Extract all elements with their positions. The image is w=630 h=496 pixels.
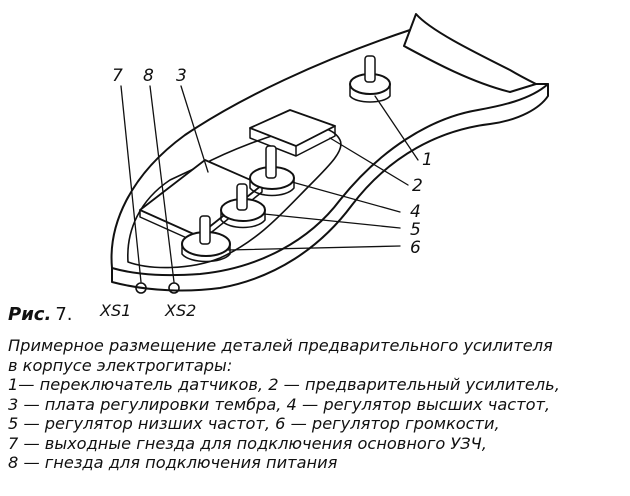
caption-line: 7 — выходные гнезда для подключения осно…: [8, 433, 487, 453]
preamp-module: [249, 109, 336, 147]
horn-slab: [403, 29, 537, 93]
caption-line: 8 — гнезда для подключения питания: [8, 453, 338, 472]
caption-line: Примерное размещение деталей предварител…: [8, 336, 553, 355]
jack-xs2: [168, 282, 180, 294]
caption-prefix: Рис.: [8, 304, 52, 325]
guitar-body-edge: [111, 83, 549, 292]
volume-pot: [181, 215, 231, 263]
bass-pot: [220, 183, 266, 229]
label-1: 1: [422, 150, 433, 170]
guitar-drawing: [110, 13, 549, 294]
label-6: 6: [410, 238, 421, 258]
label-4: 4: [410, 202, 421, 222]
electric-guitar-body-diagram: 7 8 3 1 2 4 5 6 XS1 XS2: [100, 13, 549, 319]
label-7: 7: [112, 66, 123, 86]
caption-line: 5 — регулятор низших частот, 6 — регулят…: [8, 414, 500, 433]
caption-line: в корпусе электрогитары:: [8, 355, 233, 375]
caption-line: 3 — плата регулировки тембра, 4 — регуля…: [8, 394, 551, 414]
cavity-contour: [127, 125, 342, 269]
label-3: 3: [176, 66, 187, 86]
connector-xs2-label: XS2: [165, 301, 197, 320]
figure-caption: Рис.7. Примерное размещение деталей пред…: [8, 304, 623, 473]
label-8: 8: [143, 66, 154, 86]
caption-heading: Рис.7.: [8, 304, 623, 326]
treble-pot: [249, 145, 295, 197]
label-5: 5: [410, 220, 421, 240]
guitar-body-outline: [110, 13, 549, 277]
connector-xs1-label: XS1: [100, 301, 132, 320]
caption-line: 1— переключатель датчиков, 2 — предварит…: [8, 375, 560, 394]
jack-xs1: [135, 282, 147, 294]
label-2: 2: [412, 176, 423, 196]
caption-body: Примерное размещение деталей предварител…: [8, 336, 623, 473]
leader-lines: [120, 85, 419, 283]
caption-number: 7.: [55, 304, 73, 325]
